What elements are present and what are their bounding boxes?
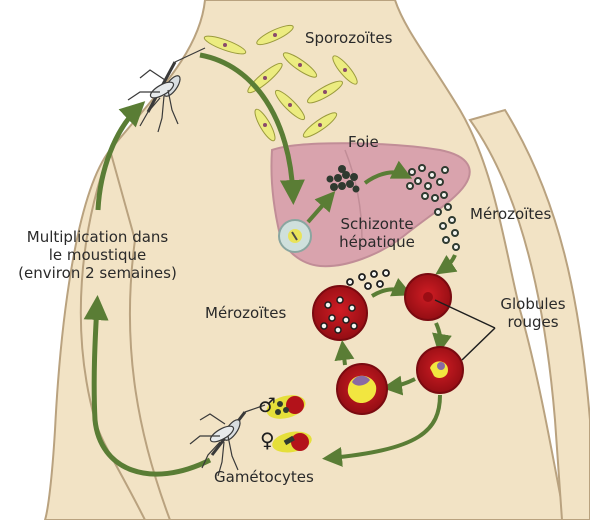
label-multiplication-line1: Multiplication dans bbox=[5, 228, 190, 246]
label-sporozoites: Sporozoïtes bbox=[305, 29, 392, 47]
label-globules-line1: Globules bbox=[493, 295, 573, 313]
label-merozoites-left: Mérozoïtes bbox=[205, 304, 286, 322]
infected-hepatocyte bbox=[279, 220, 311, 252]
label-merozoites-right: Mérozoïtes bbox=[470, 205, 551, 223]
red-blood-cell-ring-stage bbox=[417, 347, 463, 393]
label-multiplication-line2: le moustique bbox=[5, 246, 190, 264]
label-schizonte-line2: hépatique bbox=[327, 233, 427, 251]
label-globules-line2: rouges bbox=[493, 313, 573, 331]
male-symbol: ♂ bbox=[258, 396, 276, 414]
label-schizonte-line1: Schizonte bbox=[327, 215, 427, 233]
label-gametocytes: Gamétocytes bbox=[214, 468, 314, 486]
arrow-trophozoite-to-schizont bbox=[343, 348, 345, 365]
label-multiplication: Multiplication dans le moustique (enviro… bbox=[5, 228, 190, 282]
red-blood-cell-trophozoite bbox=[337, 364, 387, 414]
label-schizonte: Schizonte hépatique bbox=[327, 215, 427, 251]
label-globules-rouges: Globules rouges bbox=[493, 295, 573, 331]
label-foie: Foie bbox=[348, 133, 379, 151]
label-multiplication-line3: (environ 2 semaines) bbox=[5, 264, 190, 282]
red-blood-cell-new bbox=[405, 274, 451, 320]
red-blood-cell-ruptured bbox=[313, 286, 367, 340]
female-symbol: ♀ bbox=[260, 431, 275, 449]
